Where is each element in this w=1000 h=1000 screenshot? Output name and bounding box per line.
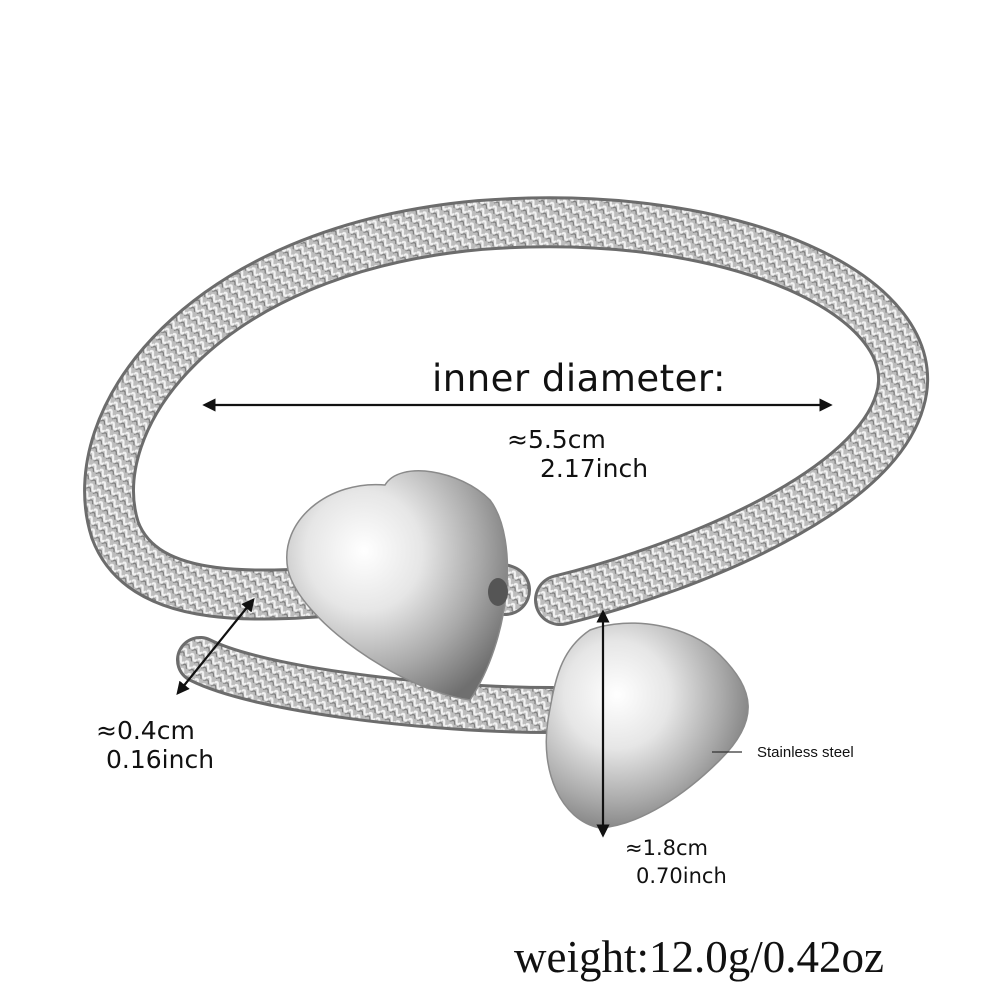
wire-thickness-inch: 0.16inch [106,745,215,774]
bracelet-wire [83,196,930,734]
material-label: Stainless steel [757,744,854,761]
heart-height-inch: 0.70inch [636,864,727,888]
inner-diameter-title: inner diameter: [432,357,726,400]
inner-diameter-inch: 2.17inch [540,454,649,483]
heart-charm-right [545,622,749,829]
weight-label: weight:12.0g/0.42oz [514,932,884,982]
heart-charm-left [286,470,509,701]
inner-diameter-cm: ≈5.5cm [507,425,606,454]
wire-thickness-cm: ≈0.4cm [96,716,195,745]
wire-thickness-arrow [176,597,255,696]
heart-height-cm: ≈1.8cm [625,836,708,860]
